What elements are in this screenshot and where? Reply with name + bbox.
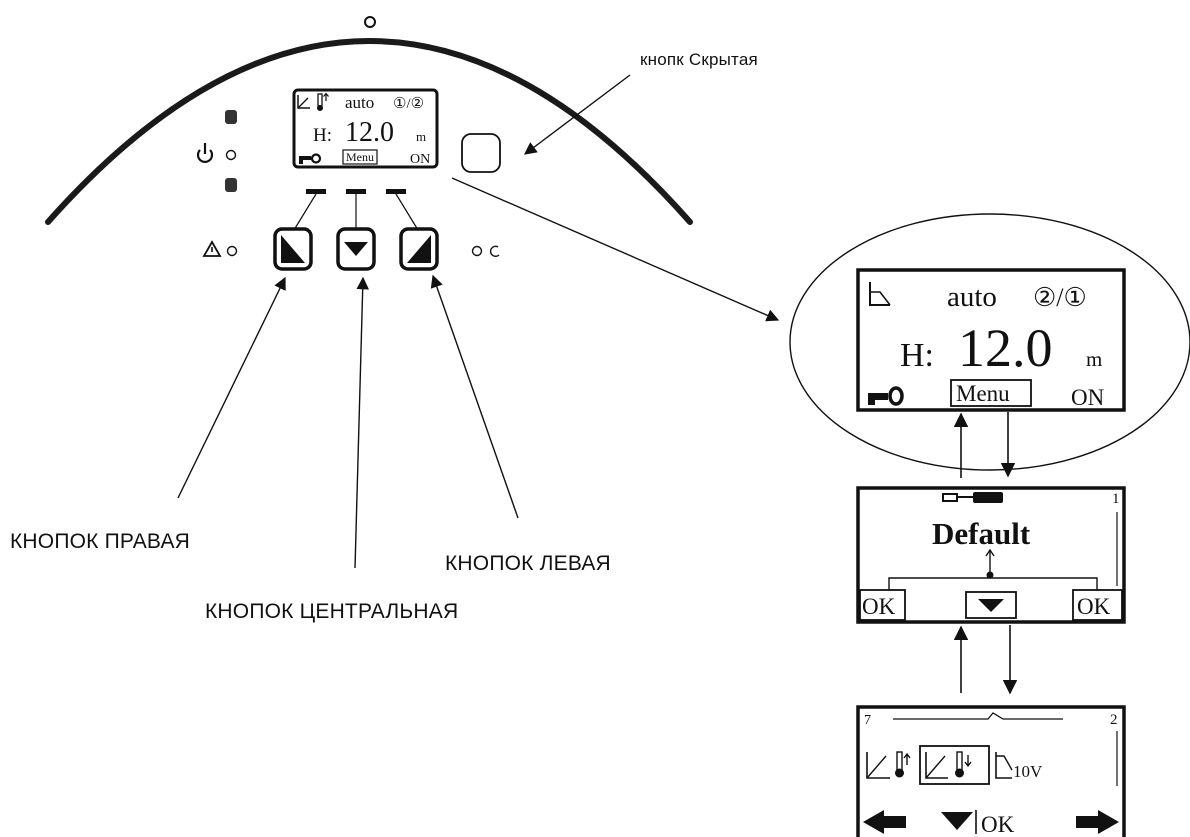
arrow-left-button bbox=[430, 274, 519, 519]
device-menu-text: Menu bbox=[346, 150, 374, 164]
zoom-state-text: ON bbox=[1071, 385, 1105, 410]
default-title: Default bbox=[932, 516, 1031, 551]
warning-led bbox=[226, 245, 238, 257]
zoom-ellipse bbox=[789, 213, 1190, 471]
zoom-menu-text: Menu bbox=[956, 381, 1010, 406]
curve-down-icon bbox=[925, 751, 972, 779]
warning-icon bbox=[202, 240, 222, 257]
thermometer-icon bbox=[317, 92, 329, 111]
arrow-hidden-button bbox=[523, 74, 631, 155]
curve-mode-icon bbox=[297, 95, 310, 109]
default-lcd: 1 Default OK OK bbox=[856, 486, 1126, 624]
device-mode-text: auto bbox=[345, 93, 374, 112]
zoom-lcd: auto ②/① H: 12.0 m Menu ON bbox=[856, 268, 1126, 412]
label-hidden-button: кнопк Скрытая bbox=[640, 50, 758, 69]
key-icon-large bbox=[868, 386, 904, 406]
wrench-icon bbox=[942, 492, 1003, 503]
arrow-left-icon bbox=[863, 810, 906, 834]
label-center-button: КНОПОК ЦЕНТРАЛЬНАЯ bbox=[205, 600, 459, 623]
indicator-square-bottom bbox=[225, 178, 237, 192]
device-unit: m bbox=[416, 129, 426, 144]
label-right-button: КНОПОК ПРАВАЯ bbox=[10, 530, 191, 553]
status-led bbox=[471, 245, 483, 257]
label-left-button: КНОПОК ЛЕВАЯ bbox=[445, 552, 611, 575]
power-led bbox=[225, 149, 237, 161]
softkey-dash-center bbox=[346, 189, 366, 194]
arrow-down-icon bbox=[978, 599, 1004, 612]
device-h-label: H: bbox=[313, 125, 332, 146]
default-right-ok: OK bbox=[1077, 594, 1111, 619]
voltage-curve-icon bbox=[995, 752, 1013, 779]
device-h-value: 12.0 bbox=[345, 117, 394, 148]
refresh-icon bbox=[489, 245, 500, 258]
curve-up-icon bbox=[866, 751, 911, 779]
hidden-button[interactable] bbox=[461, 133, 501, 173]
zoom-unit: m bbox=[1086, 347, 1102, 371]
device-circuits-text: ①/② bbox=[393, 96, 424, 112]
zoom-h-value: 12.0 bbox=[958, 318, 1053, 378]
default-left-ok: OK bbox=[862, 594, 896, 619]
device-state-text: ON bbox=[410, 152, 430, 167]
zoom-mode-text: auto bbox=[947, 281, 997, 313]
center-button[interactable] bbox=[336, 227, 376, 271]
housing-hook bbox=[364, 16, 376, 28]
housing-arc bbox=[45, 38, 693, 225]
indicator-square-top bbox=[225, 110, 237, 124]
softkey-dash-left bbox=[306, 189, 326, 194]
curve-lcd: 7 2 10V OK bbox=[856, 705, 1126, 837]
curve-ok-text: OK bbox=[981, 812, 1015, 837]
device-lcd: auto ①/② H: 12.0 m Menu ON bbox=[292, 88, 439, 169]
softkey-dash-right bbox=[386, 189, 406, 194]
default-page-number: 1 bbox=[1112, 491, 1120, 507]
zoom-h-label: H: bbox=[900, 337, 934, 374]
arrow-right-button bbox=[177, 276, 286, 499]
arrow-center-button bbox=[354, 276, 369, 569]
left-button[interactable] bbox=[399, 227, 439, 271]
curve-top-left-number: 7 bbox=[864, 713, 871, 728]
arrow-down-icon-curve bbox=[941, 812, 973, 830]
key-icon bbox=[299, 153, 322, 164]
right-button[interactable] bbox=[273, 227, 313, 271]
curve-mode-icon-large bbox=[869, 282, 891, 306]
curve-top-right-number: 2 bbox=[1110, 712, 1118, 728]
arrow-right-icon bbox=[1076, 810, 1119, 834]
curve-voltage-text: 10V bbox=[1013, 762, 1043, 781]
power-icon bbox=[196, 143, 214, 163]
zoom-circuits-text: ②/① bbox=[1033, 283, 1087, 312]
arrow-to-zoom bbox=[451, 177, 780, 322]
